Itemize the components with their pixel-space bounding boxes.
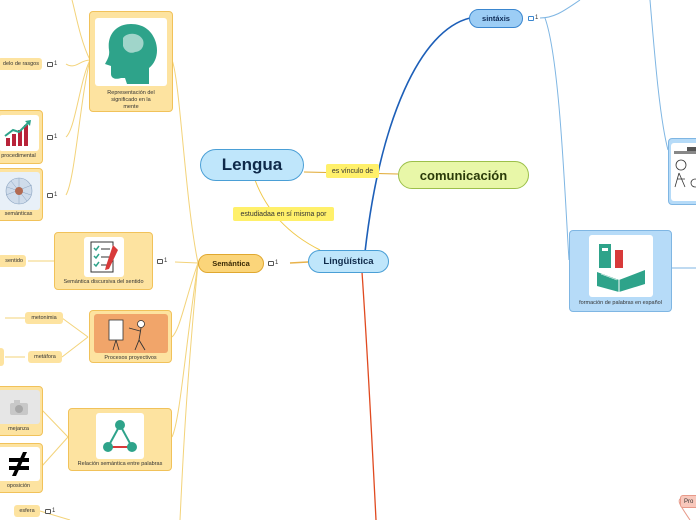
procedimental-card[interactable]: procedimental: [0, 110, 43, 164]
books-icon: [588, 235, 653, 297]
oposicion-card[interactable]: oposición: [0, 443, 43, 493]
formacion-caption: formación de palabras en español: [579, 300, 662, 306]
semantica-comment[interactable]: 1: [268, 260, 278, 266]
sentido-tag[interactable]: sentido: [0, 255, 26, 267]
checklist-icon: [83, 237, 124, 277]
discursiva-card[interactable]: Semántica discursiva del sentido: [54, 232, 153, 290]
procedimental-comment[interactable]: 1: [47, 134, 57, 140]
proyectivos-card[interactable]: Procesos proyectivos: [89, 310, 172, 363]
comment-icon: [45, 508, 51, 514]
representacion-card[interactable]: Representación del significado en la men…: [89, 11, 173, 112]
representacion-caption: Representación del significado en la men…: [107, 90, 155, 111]
semantica-label: Semántica: [212, 259, 250, 268]
modelo-rasgos-tag[interactable]: delo de rasgos: [0, 58, 42, 70]
connector-lengua: [254, 179, 321, 251]
connector-red-branch: [361, 271, 377, 520]
lengua-label: Lengua: [221, 155, 283, 174]
semanticas-caption: semánticas: [4, 211, 33, 217]
head-icon: [95, 18, 167, 87]
network-icon: [96, 413, 144, 459]
comunicacion-label: comunicación: [419, 167, 508, 183]
camera-icon: [0, 390, 40, 424]
lengua-node[interactable]: Lengua: [200, 149, 304, 181]
esfera-comment[interactable]: 1: [45, 508, 55, 514]
right-edge-card[interactable]: [668, 138, 696, 205]
connector-semantica: [289, 261, 309, 264]
metonimia-tag[interactable]: metonimia: [25, 312, 63, 324]
growth-chart-icon: [0, 115, 39, 151]
pro-tag[interactable]: Pro: [680, 495, 696, 508]
network-sphere-icon: [0, 172, 40, 210]
presenter-icon: [93, 314, 168, 354]
formacion-card[interactable]: formación de palabras en español: [569, 230, 672, 312]
modelo-rasgos-comment[interactable]: 1: [47, 61, 57, 67]
proyectivos-caption: Procesos proyectivos: [104, 355, 157, 362]
comunicacion-node[interactable]: comunicación: [398, 161, 529, 189]
semejanza-card[interactable]: mejanza: [0, 386, 43, 436]
comment-icon: [47, 192, 53, 198]
relacion-caption: Relación semántica entre palabras: [77, 461, 163, 467]
estudiada-label: estudiadaa en sí misma por: [233, 207, 334, 221]
discursiva-comment[interactable]: 1: [157, 258, 167, 264]
semejanza-caption: mejanza: [8, 426, 29, 432]
comment-icon: [47, 61, 53, 67]
left-edge-tag[interactable]: [0, 348, 4, 366]
semanticas-comment[interactable]: 1: [47, 192, 57, 198]
relacion-card[interactable]: Relación semántica entre palabras: [68, 408, 172, 471]
central-node[interactable]: Lingüística: [308, 250, 389, 273]
sintaxis-node[interactable]: sintáxis: [469, 9, 523, 28]
connector-sintaxis: [364, 17, 471, 253]
not-equal-icon: [0, 447, 40, 481]
comment-icon: [157, 258, 163, 264]
sintaxis-label: sintáxis: [482, 14, 510, 23]
comment-icon: [47, 134, 53, 140]
sketch-icon: [671, 143, 696, 201]
semantica-node[interactable]: Semántica: [198, 254, 264, 273]
discursiva-caption: Semántica discursiva del sentido: [63, 279, 144, 285]
procedimental-caption: procedimental: [1, 153, 36, 159]
metafora-tag[interactable]: metáfora: [28, 351, 62, 363]
central-label: Lingüística: [323, 256, 374, 267]
esfera-tag[interactable]: esfera: [14, 505, 40, 517]
sintaxis-comment[interactable]: 1: [528, 15, 538, 21]
comment-icon: [528, 15, 534, 21]
semanticas-card[interactable]: semánticas: [0, 168, 43, 221]
es-vinculo-label: es vínculo de: [326, 164, 379, 178]
oposicion-caption: oposición: [6, 483, 31, 489]
comment-icon: [268, 260, 274, 266]
